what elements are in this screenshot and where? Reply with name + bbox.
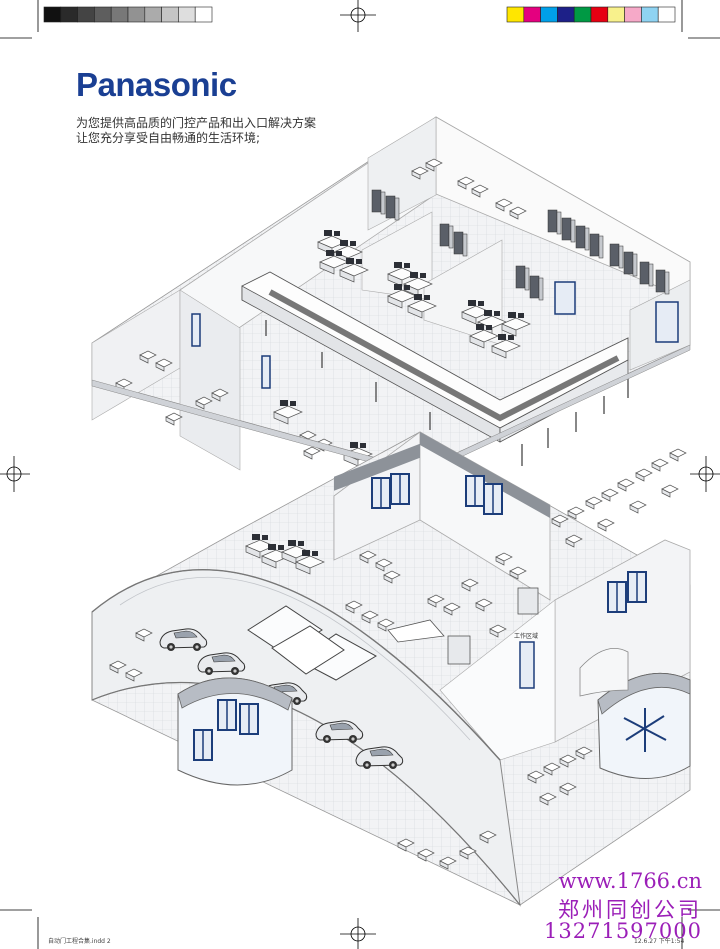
- color-swatch: [506, 6, 525, 23]
- room-sign: 工作区域: [514, 632, 538, 640]
- lower-floor: [91, 431, 691, 907]
- color-swatch: [540, 6, 558, 23]
- gray-swatch: [94, 6, 112, 23]
- color-swatch: [523, 6, 541, 23]
- color-swatch: [573, 6, 592, 23]
- gray-swatch: [60, 6, 78, 23]
- color-calibration-bar: [506, 6, 676, 23]
- watermark-url: www.1766.cn: [558, 869, 702, 893]
- gray-swatch: [127, 6, 146, 23]
- print-slug-filename: 自动门工程合集.indd 2: [48, 938, 111, 945]
- gray-swatch: [77, 6, 95, 23]
- gray-swatch: [161, 6, 179, 23]
- gray-swatch: [194, 6, 213, 23]
- tagline-line-2: 让您充分享受自由畅通的生活环境;: [76, 131, 261, 145]
- gray-swatch: [110, 6, 129, 23]
- upper-floor: [91, 116, 691, 477]
- print-slug-timestamp: 12.6.27 下午1:54: [634, 938, 685, 945]
- color-swatch: [607, 6, 625, 23]
- gray-swatch: [178, 6, 196, 23]
- panasonic-logo: Panasonic: [76, 66, 237, 103]
- tagline-line-1: 为您提供高品质的门控产品和出入口解决方案: [76, 116, 317, 130]
- color-swatch: [624, 6, 642, 23]
- gray-calibration-bar: [43, 6, 213, 23]
- gray-swatch: [43, 6, 62, 23]
- gray-swatch: [144, 6, 162, 23]
- color-swatch: [557, 6, 575, 23]
- color-swatch: [641, 6, 659, 23]
- color-swatch: [657, 6, 676, 23]
- watermark-company: 郑州同创公司: [558, 898, 702, 922]
- color-swatch: [590, 6, 609, 23]
- watermark-phone: 13271597000: [544, 919, 702, 943]
